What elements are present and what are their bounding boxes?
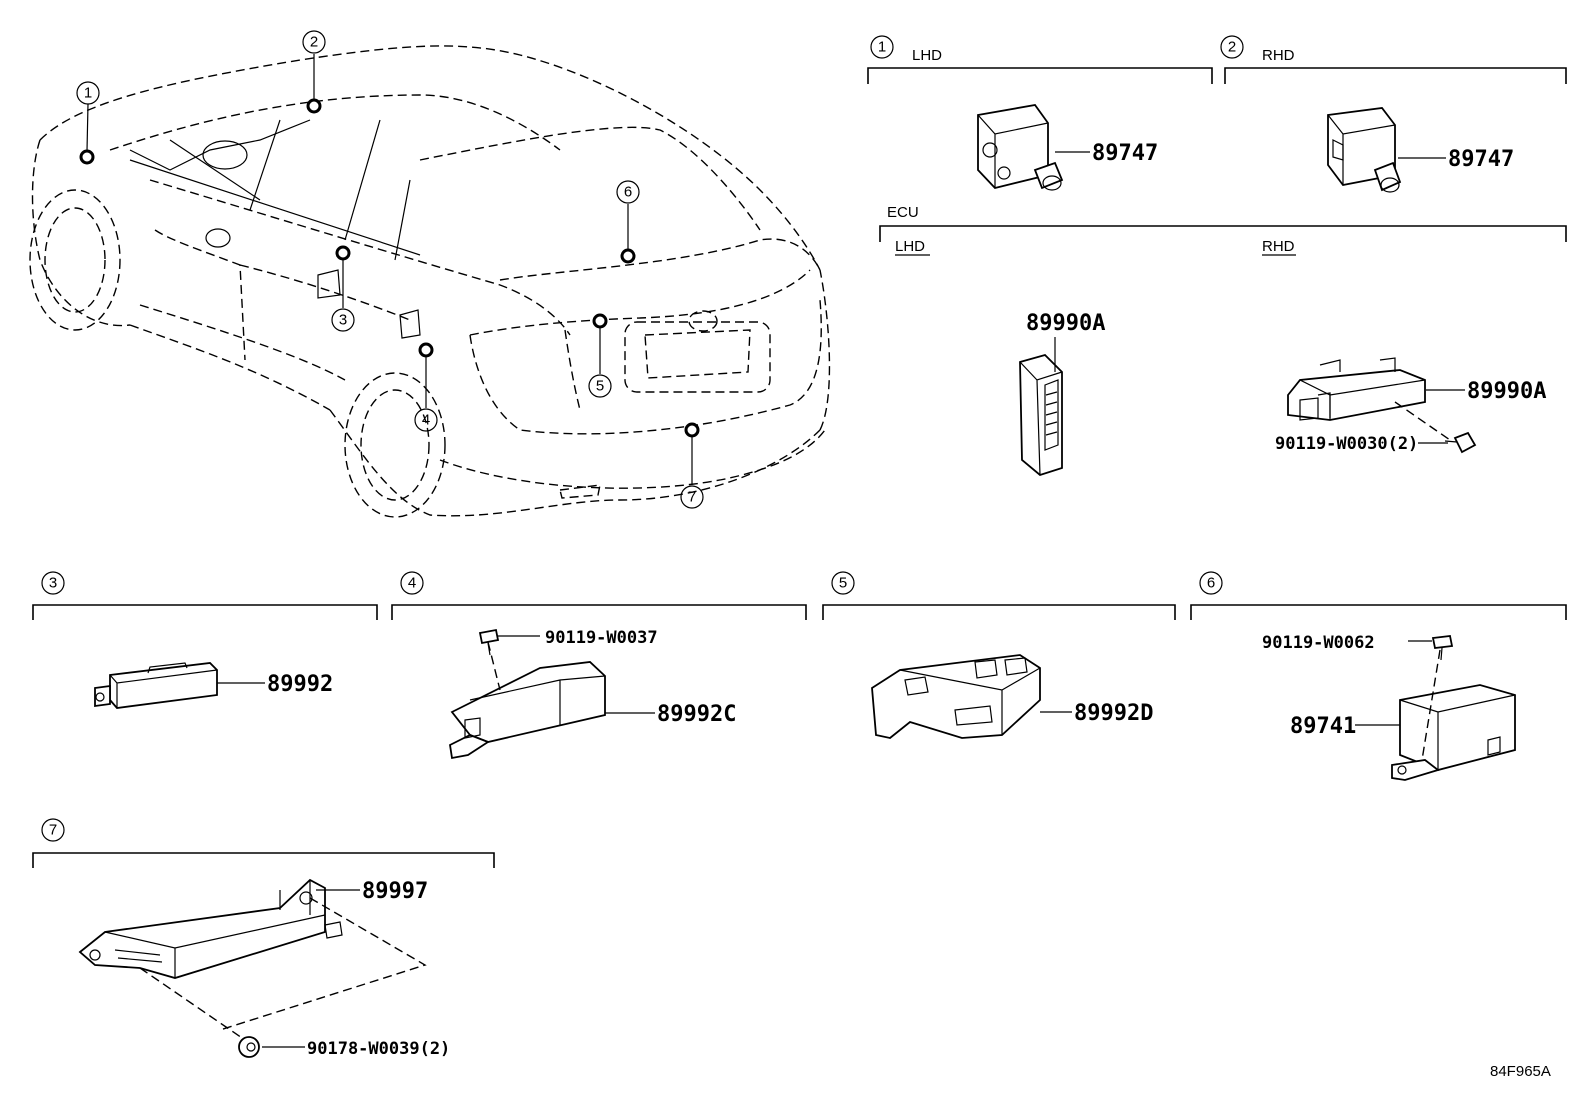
- location-marker-5: [592, 313, 608, 329]
- location-marker-4: [418, 342, 434, 358]
- section-ecu: ECU LHD RHD 89990A 89990A 90119-: [879, 204, 1567, 477]
- antenna-part-89747-rhd: [1327, 107, 1402, 193]
- section-5: 5 89992D: [822, 571, 1176, 739]
- callout-7-header: 7: [49, 822, 57, 839]
- antenna-part-89992: [94, 662, 218, 709]
- callout-4-header: 4: [408, 575, 416, 592]
- part-number-89741: 89741: [1290, 714, 1356, 739]
- callout-6-header: 6: [1207, 575, 1215, 592]
- location-marker-7: [684, 422, 700, 438]
- part-number-89992d: 89992D: [1074, 701, 1153, 726]
- vehicle-illustration: [29, 45, 831, 518]
- ecu-module-89990a-lhd: [1019, 353, 1063, 477]
- location-marker-6: [620, 248, 636, 264]
- callout-4-car: 4: [422, 412, 430, 429]
- section-1-tag: LHD: [912, 47, 942, 64]
- part-number-90119-w0037: 90119-W0037: [545, 628, 658, 648]
- section-2-rhd: 2 RHD 89747: [1220, 35, 1567, 193]
- part-number-90119-w0030: 90119-W0030(2): [1275, 434, 1418, 454]
- control-module-89741: [1391, 635, 1516, 781]
- antenna-part-89747-lhd: [977, 104, 1064, 191]
- part-number-90119-w0062: 90119-W0062: [1262, 633, 1375, 653]
- callout-3-car: 3: [339, 312, 347, 329]
- antenna-part-89992d: [871, 654, 1041, 739]
- callout-1-header: 1: [878, 39, 886, 56]
- part-number-89992c: 89992C: [657, 702, 736, 727]
- diagram-code: 84F965A: [1490, 1063, 1551, 1080]
- section-2-tag: RHD: [1262, 47, 1295, 64]
- callout-2-car: 2: [310, 34, 318, 51]
- section-3: 3 89992: [32, 571, 378, 709]
- section-1-lhd: 1 LHD 89747: [867, 35, 1213, 191]
- location-marker-2: [306, 98, 322, 114]
- part-number-89992: 89992: [267, 672, 333, 697]
- location-marker-1: [79, 149, 95, 165]
- callout-3-header: 3: [49, 575, 57, 592]
- callout-1-car: 1: [84, 85, 92, 102]
- callout-7-car: 7: [688, 489, 696, 506]
- section-4: 4 90119-W0037 89992C: [391, 571, 807, 760]
- callout-5-car: 5: [596, 378, 604, 395]
- part-number-89990a-rhd: 89990A: [1467, 379, 1546, 404]
- part-number-89747-rhd: 89747: [1448, 147, 1514, 172]
- part-number-89990a-lhd: 89990A: [1026, 311, 1105, 336]
- callout-6-car: 6: [624, 184, 632, 201]
- location-marker-3: [335, 245, 351, 261]
- ecu-rhd-label: RHD: [1262, 238, 1295, 255]
- callout-5-header: 5: [839, 575, 847, 592]
- callout-2-header: 2: [1228, 39, 1236, 56]
- part-number-89997: 89997: [362, 879, 428, 904]
- part-number-90178-w0039: 90178-W0039(2): [307, 1039, 450, 1059]
- section-7: 7 89997 90178-W0039(2): [32, 818, 495, 1059]
- ecu-module-89990a-rhd: [1287, 357, 1477, 454]
- part-number-89747-lhd: 89747: [1092, 141, 1158, 166]
- ecu-lhd-label: LHD: [895, 238, 925, 255]
- antenna-part-89997: [78, 878, 427, 1058]
- location-markers: 1 2 3 4 5 6 7: [76, 30, 704, 509]
- ecu-label: ECU: [887, 204, 919, 221]
- section-6: 6 90119-W0062 89741: [1190, 571, 1567, 781]
- antenna-part-89992c: [449, 628, 606, 760]
